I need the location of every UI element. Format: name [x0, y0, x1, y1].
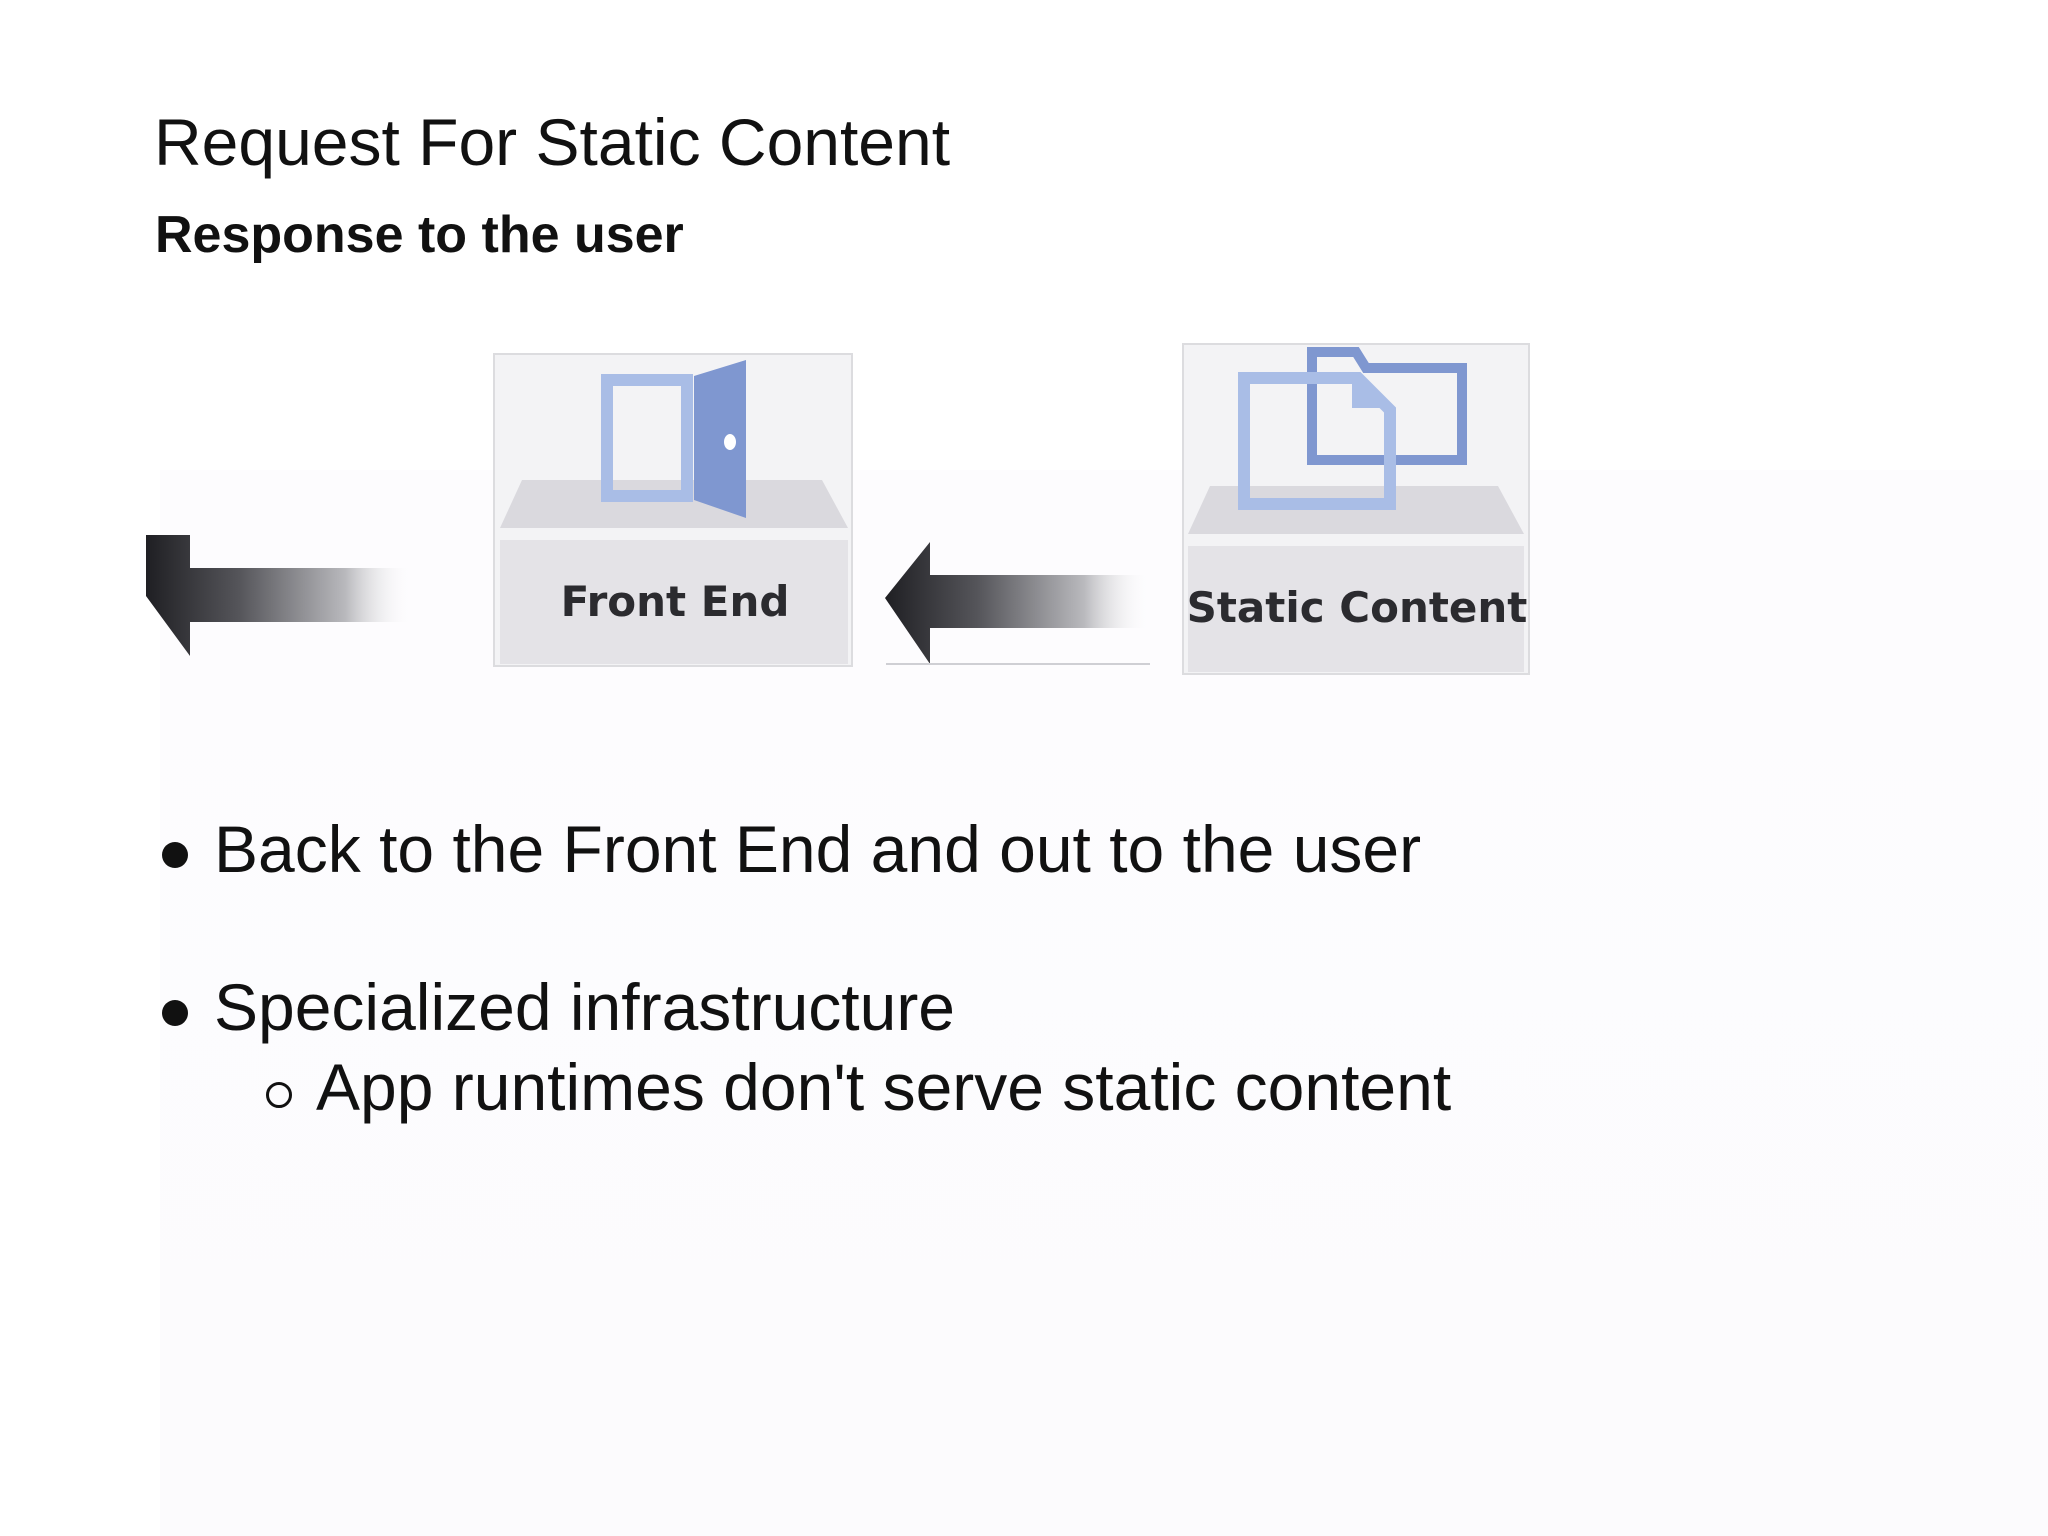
- sub-bullet-text: App runtimes don't serve static content: [316, 1050, 1452, 1124]
- bullet-dot-icon: [162, 1000, 188, 1026]
- sub-bullet-item: App runtimes don't serve static content: [266, 1048, 1452, 1126]
- sub-bullet-ring-icon: [266, 1082, 292, 1108]
- bullet-text: Specialized infrastructure: [214, 970, 956, 1044]
- bullet-item: Back to the Front End and out to the use…: [162, 810, 1422, 888]
- bullet-item: Specialized infrastructure: [162, 968, 956, 1046]
- bullet-text: Back to the Front End and out to the use…: [214, 812, 1422, 886]
- bullet-dot-icon: [162, 842, 188, 868]
- slide-title: Request For Static Content: [154, 105, 951, 179]
- slide-subtitle: Response to the user: [155, 206, 684, 264]
